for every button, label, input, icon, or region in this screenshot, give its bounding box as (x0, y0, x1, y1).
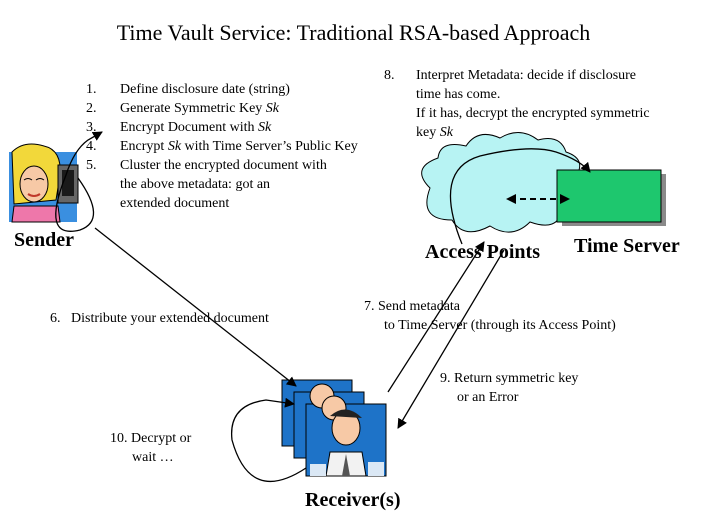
receivers-label: Receiver(s) (305, 489, 401, 511)
return-key-arrow (397, 249, 505, 429)
page-title: Time Vault Service: Traditional RSA-base… (116, 20, 591, 45)
step-5: 5.Cluster the encrypted document with (86, 158, 327, 173)
step-5-cont-1: the above metadata: got an (120, 177, 271, 192)
time-server-box (556, 169, 662, 223)
step-1: 1.Define disclosure date (string) (86, 82, 290, 97)
step-7: 7. Send metadata to Time Server (through… (364, 299, 616, 333)
receivers-icon (281, 379, 387, 477)
sender-icon (9, 143, 79, 223)
distribute-arrow (94, 227, 297, 387)
sender-steps: 1.Define disclosure date (string) 2.Gene… (86, 80, 358, 213)
sender-label: Sender (14, 229, 74, 251)
access-points-cloud (421, 132, 581, 233)
step-9: 9. Return symmetric key or an Error (440, 371, 579, 405)
step-2: 2.Generate Symmetric Key Sk (86, 101, 279, 116)
step-8-number: 8. (384, 68, 395, 83)
step-3: 3.Encrypt Document with Sk (86, 120, 272, 135)
send-metadata-arrow (387, 241, 485, 393)
step-8-text: Interpret Metadata: decide if disclosure… (416, 68, 650, 140)
sender-loop-arrow (55, 131, 103, 232)
step-10: 10. Decrypt or wait … (110, 431, 192, 465)
step-5-cont-2: extended document (120, 196, 230, 211)
access-points-label: Access Points (425, 241, 540, 263)
receiver-loop-arrow (230, 397, 307, 483)
time-server-label: Time Server (574, 235, 680, 257)
step-6: 6. Distribute your extended document (50, 311, 269, 326)
server-loop-arrow (449, 148, 591, 245)
step-4: 4.Encrypt Sk with Time Server’s Public K… (86, 139, 358, 154)
